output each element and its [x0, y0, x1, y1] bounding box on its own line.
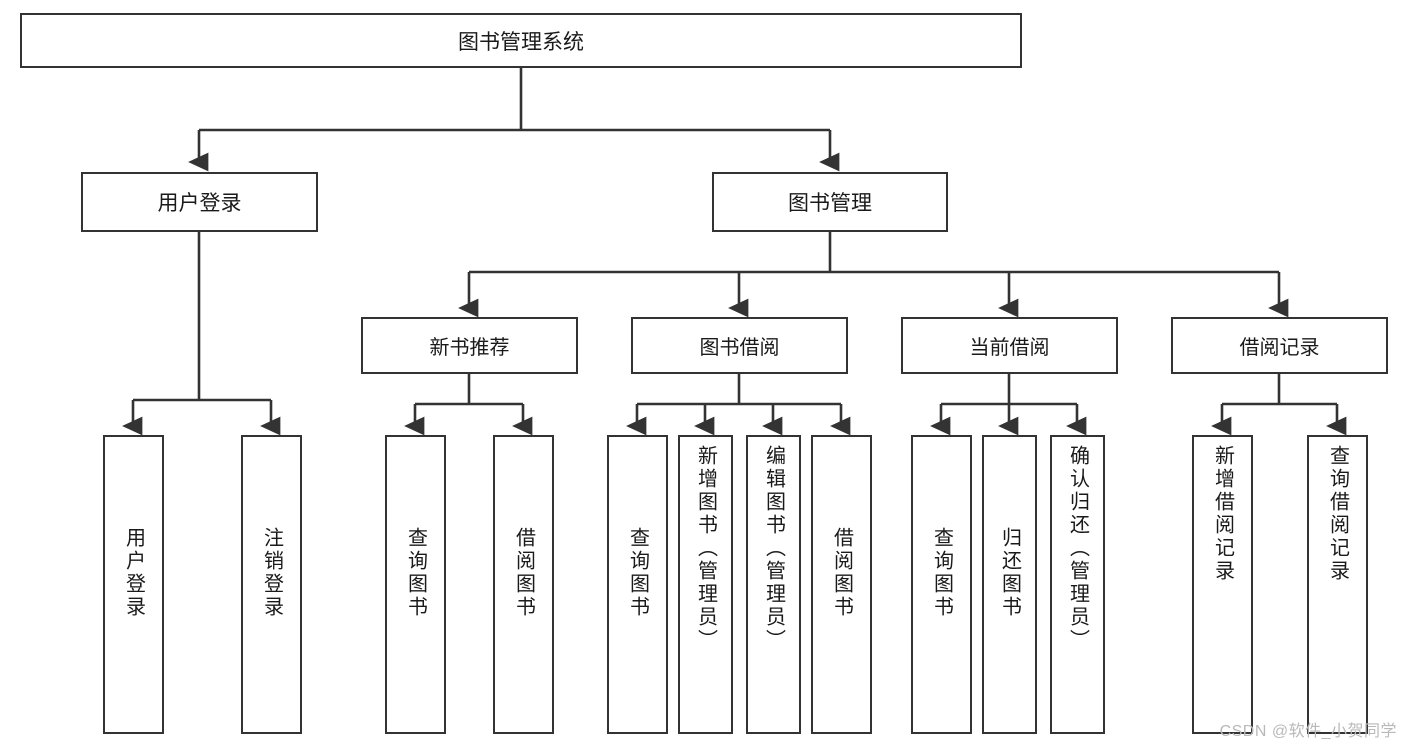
leaf-query-book-3[interactable]: 查询图书 — [911, 435, 972, 734]
leaf-edit-book[interactable]: 编辑图书（管理员） — [746, 435, 801, 734]
node-label: 图书管理系统 — [458, 30, 584, 54]
watermark: CSDN @软件_小贺同学 — [1219, 723, 1397, 740]
leaf-query-book-1[interactable]: 查询图书 — [385, 435, 446, 734]
leaf-add-book[interactable]: 新增图书（管理员） — [678, 435, 733, 734]
node-book-borrow[interactable]: 图书借阅 — [631, 317, 848, 374]
leaf-query-record[interactable]: 查询借阅记录 — [1307, 435, 1368, 734]
node-root-book-management-system[interactable]: 图书管理系统 — [20, 13, 1022, 68]
leaf-label: 编辑图书（管理员） — [762, 445, 785, 652]
node-new-book-recommend[interactable]: 新书推荐 — [361, 317, 578, 374]
leaf-label: 新增图书（管理员） — [694, 445, 717, 652]
node-current-borrow[interactable]: 当前借阅 — [901, 317, 1118, 374]
node-user-login[interactable]: 用户登录 — [81, 172, 318, 232]
node-label: 图书借阅 — [699, 337, 780, 359]
leaf-label: 新增借阅记录 — [1211, 445, 1234, 583]
leaf-label: 查询借阅记录 — [1326, 445, 1349, 583]
node-borrow-record[interactable]: 借阅记录 — [1171, 317, 1388, 374]
leaf-borrow-book-1[interactable]: 借阅图书 — [493, 435, 554, 734]
leaf-label: 查询图书 — [626, 527, 649, 619]
node-book-management[interactable]: 图书管理 — [712, 172, 948, 232]
leaf-label: 查询图书 — [404, 527, 427, 619]
leaf-label: 用户登录 — [122, 527, 145, 619]
node-label: 图书管理 — [788, 192, 872, 215]
node-label: 新书推荐 — [429, 337, 510, 359]
leaf-borrow-book-2[interactable]: 借阅图书 — [811, 435, 872, 734]
node-label: 借阅记录 — [1239, 337, 1320, 359]
leaf-add-record[interactable]: 新增借阅记录 — [1192, 435, 1253, 734]
leaf-label: 借阅图书 — [830, 527, 853, 619]
leaf-label: 确认归还（管理员） — [1066, 445, 1089, 652]
leaf-query-book-2[interactable]: 查询图书 — [607, 435, 668, 734]
leaf-return-book[interactable]: 归还图书 — [982, 435, 1037, 734]
node-label: 当前借阅 — [969, 337, 1050, 359]
leaf-user-login[interactable]: 用户登录 — [103, 435, 164, 734]
leaf-label: 借阅图书 — [512, 527, 535, 619]
leaf-label: 查询图书 — [930, 527, 953, 619]
leaf-confirm-return[interactable]: 确认归还（管理员） — [1050, 435, 1105, 734]
node-label: 用户登录 — [157, 192, 242, 215]
leaf-label: 归还图书 — [998, 527, 1021, 619]
leaf-logout-login[interactable]: 注销登录 — [241, 435, 302, 734]
leaf-label: 注销登录 — [260, 527, 283, 619]
